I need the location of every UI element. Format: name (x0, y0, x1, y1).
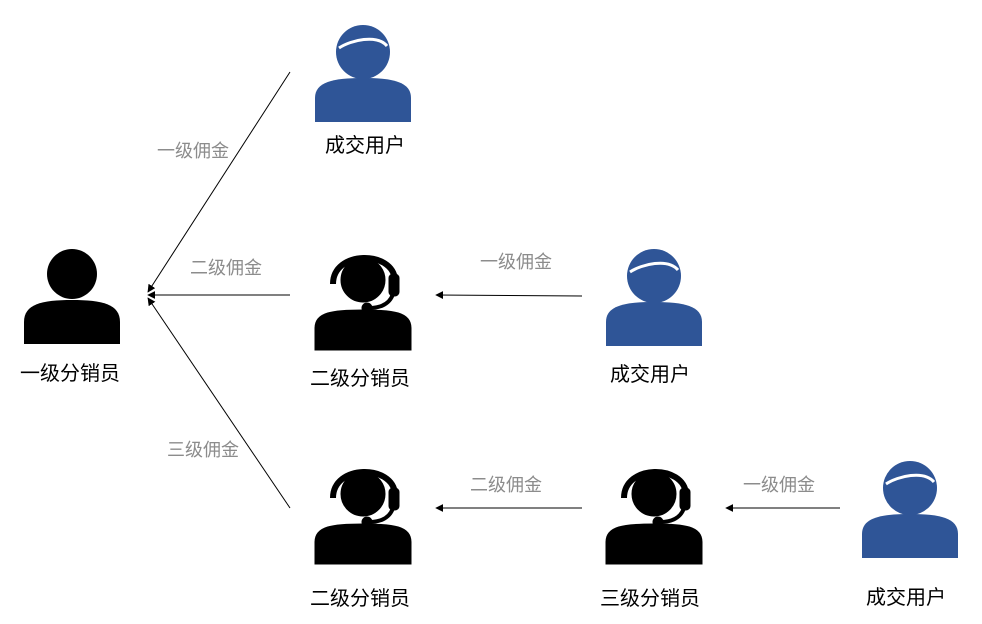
node-label-user-mid: 成交用户 (610, 362, 690, 386)
node-label-distributor3-bottom: 三级分销员 (600, 586, 700, 610)
edge-label-distributor3-to-distributor2: 二级佣金 (470, 475, 542, 496)
person-icon (24, 249, 120, 344)
edge-line-bottom-to-root (147, 297, 291, 509)
edge-label-top-to-root: 一级佣金 (157, 141, 229, 162)
edge-label-user-bottom-to-distributor3: 一级佣金 (743, 475, 815, 496)
headset-person-icon (315, 258, 411, 350)
user-person-icon (313, 20, 413, 124)
node-label-root-distributor: 一级分销员 (20, 361, 120, 385)
edge-line-user-mid-to-distributor2 (435, 291, 583, 300)
headset-person-icon (315, 472, 411, 564)
edge-label-bottom-to-root: 三级佣金 (167, 440, 239, 461)
headset-person-icon (606, 472, 702, 564)
edge-label-mid-to-root: 二级佣金 (190, 258, 262, 279)
node-label-user-top: 成交用户 (325, 133, 405, 157)
edge-label-user-mid-to-distributor2: 一级佣金 (480, 252, 552, 273)
edge-line-top-to-root (147, 71, 291, 293)
user-person-icon (860, 456, 960, 560)
node-label-distributor2-mid: 二级分销员 (310, 366, 410, 390)
node-label-user-bottom: 成交用户 (866, 585, 946, 609)
user-person-icon (604, 244, 704, 348)
node-label-distributor2-bottom: 二级分销员 (310, 586, 410, 610)
